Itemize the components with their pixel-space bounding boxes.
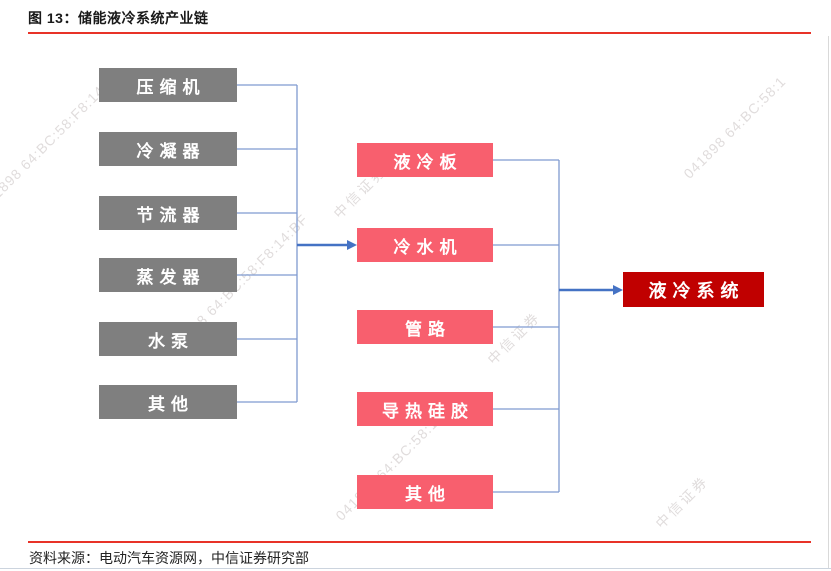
node-water-pump: 水泵 <box>99 322 237 356</box>
watermark-text: 041898 64:BC:58:F8:14 <box>0 82 108 214</box>
watermark-text: 中信证券 <box>652 472 712 532</box>
bottom-edge-line <box>0 568 831 569</box>
arrowhead-icon <box>347 240 357 250</box>
node-chiller: 冷水机 <box>357 228 493 262</box>
node-compressor: 压缩机 <box>99 68 237 102</box>
node-liquid-cooling-system: 液冷系统 <box>623 272 764 307</box>
watermark-text: 041898 64:BC:58:1 <box>680 73 789 182</box>
right-edge-line <box>828 36 829 568</box>
node-evaporator: 蒸发器 <box>99 258 237 292</box>
node-thermal-silicone: 导热硅胶 <box>357 392 493 426</box>
title-rule <box>28 32 811 34</box>
source-text: 资料来源：电动汽车资源网，中信证券研究部 <box>29 550 309 566</box>
figure-title: 图 13：储能液冷系统产业链 <box>28 10 209 26</box>
node-piping: 管路 <box>357 310 493 344</box>
node-others-left: 其他 <box>99 385 237 419</box>
node-liquid-cooling-plate: 液冷板 <box>357 143 493 177</box>
arrowhead-icon <box>613 285 623 295</box>
node-others-middle: 其他 <box>357 475 493 509</box>
node-throttle: 节流器 <box>99 196 237 230</box>
source-rule <box>28 541 811 543</box>
node-condenser: 冷凝器 <box>99 132 237 166</box>
